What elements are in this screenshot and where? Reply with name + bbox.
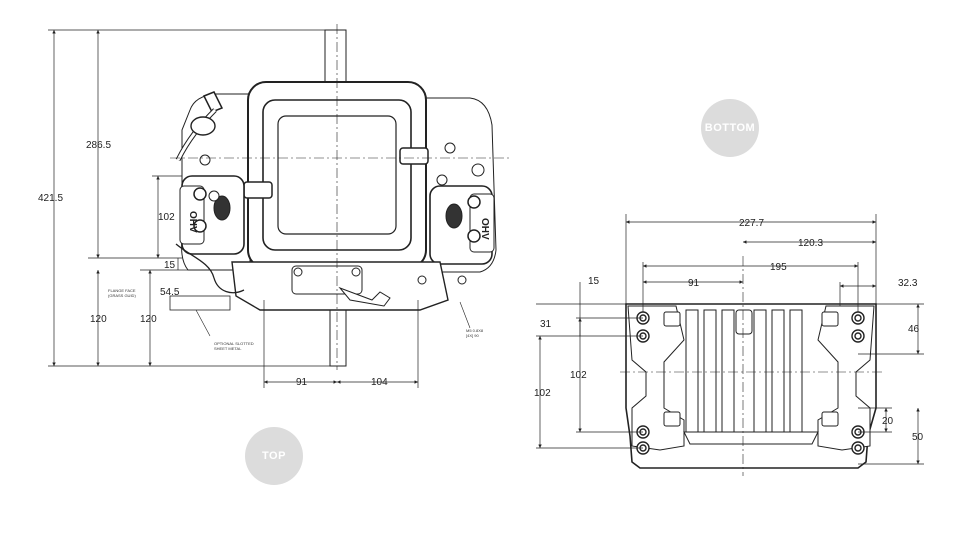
left-bolt-upper [193,187,207,201]
left-spark-plug [213,195,231,221]
label-half-width: 120.3 [798,238,823,249]
note-sheet-metal-2: SHEET METAL [214,346,242,351]
base-view [620,256,882,476]
logo-left: OHV [187,211,198,233]
fitting-1 [444,142,456,154]
right-bolt-lower [467,229,481,243]
optional-sheet-metal [169,295,231,311]
mount-bolt-far-right [457,275,467,285]
label-right-gap: 20 [882,416,894,427]
fuel-line [175,243,245,294]
note-flange-face-2: (GRASS GUID) [108,293,136,298]
oil-filter-cap [190,116,216,136]
front-dimension-lines [48,29,419,388]
mount-bolt-right [417,275,427,285]
base-dimension-labels: 227.7 120.3 195 91 32.3 15 31 102 102 46… [534,218,924,443]
sheet-metal-leader [195,309,211,337]
throttle-linkage [338,286,391,307]
dipstick-cap [202,91,224,113]
right-spark-plug [445,203,463,229]
label-left-to-center: 91 [688,278,700,289]
right-boss [436,174,448,186]
boss-bl [663,411,681,427]
note-flange-face: FLANGE FACE [108,288,136,293]
base-dimension-lines [536,214,924,465]
shaft-top [324,29,347,86]
label-base-outer: 120 [90,314,107,325]
carburetor [291,265,363,295]
bottom-skirt [683,431,819,445]
right-latch [399,147,429,165]
left-boss [208,190,220,202]
label-shaft-right: 104 [371,377,388,388]
label-upper-gap: 31 [540,319,552,330]
mount-note-leader [459,301,471,329]
boss-tr [821,311,839,327]
label-bolt-span: 195 [770,262,787,273]
front-view [169,24,510,370]
note-mount-2: [4X] 90 [466,333,479,338]
right-bolt-upper [467,195,481,209]
label-top-offset: 15 [588,276,600,287]
label-right-offset: 32.3 [898,278,918,289]
label-base-inner: 120 [140,314,157,325]
label-overall-height: 421.5 [38,193,63,204]
boss-tl [663,311,681,327]
label-shaft-left: 91 [296,377,308,388]
note-sheet-metal: OPTIONAL SLOTTED [214,341,254,346]
label-overall-width: 227.7 [739,218,764,229]
carb-screw-1 [293,267,303,277]
boss-br [821,411,839,427]
note-mount: M5 0.8X8 [466,328,484,333]
label-right-lower: 50 [912,432,924,443]
label-flange-to-shaft: 54.5 [160,287,180,298]
carb-screw-2 [351,267,361,277]
left-latch [243,181,273,199]
shaft-bottom [329,309,347,367]
fitting-3 [199,154,211,166]
front-dimension-labels: 421.5 286.5 102 15 54.5 120 120 91 104 F… [38,140,484,388]
label-right-upper: 46 [908,324,920,335]
logo-right: OHV [479,218,490,240]
mount-holes [636,311,865,455]
label-outer-height: 102 [534,388,551,399]
left-bolt-lower [193,219,207,233]
bottom-view-badge: BOTTOM [701,99,759,157]
label-flange-offset: 15 [164,260,176,271]
label-shaft-to-top: 286.5 [86,140,111,151]
label-cover-height: 102 [158,212,175,223]
fitting-2 [471,163,485,177]
top-view-badge: TOP [245,427,303,485]
label-inner-height: 102 [570,370,587,381]
